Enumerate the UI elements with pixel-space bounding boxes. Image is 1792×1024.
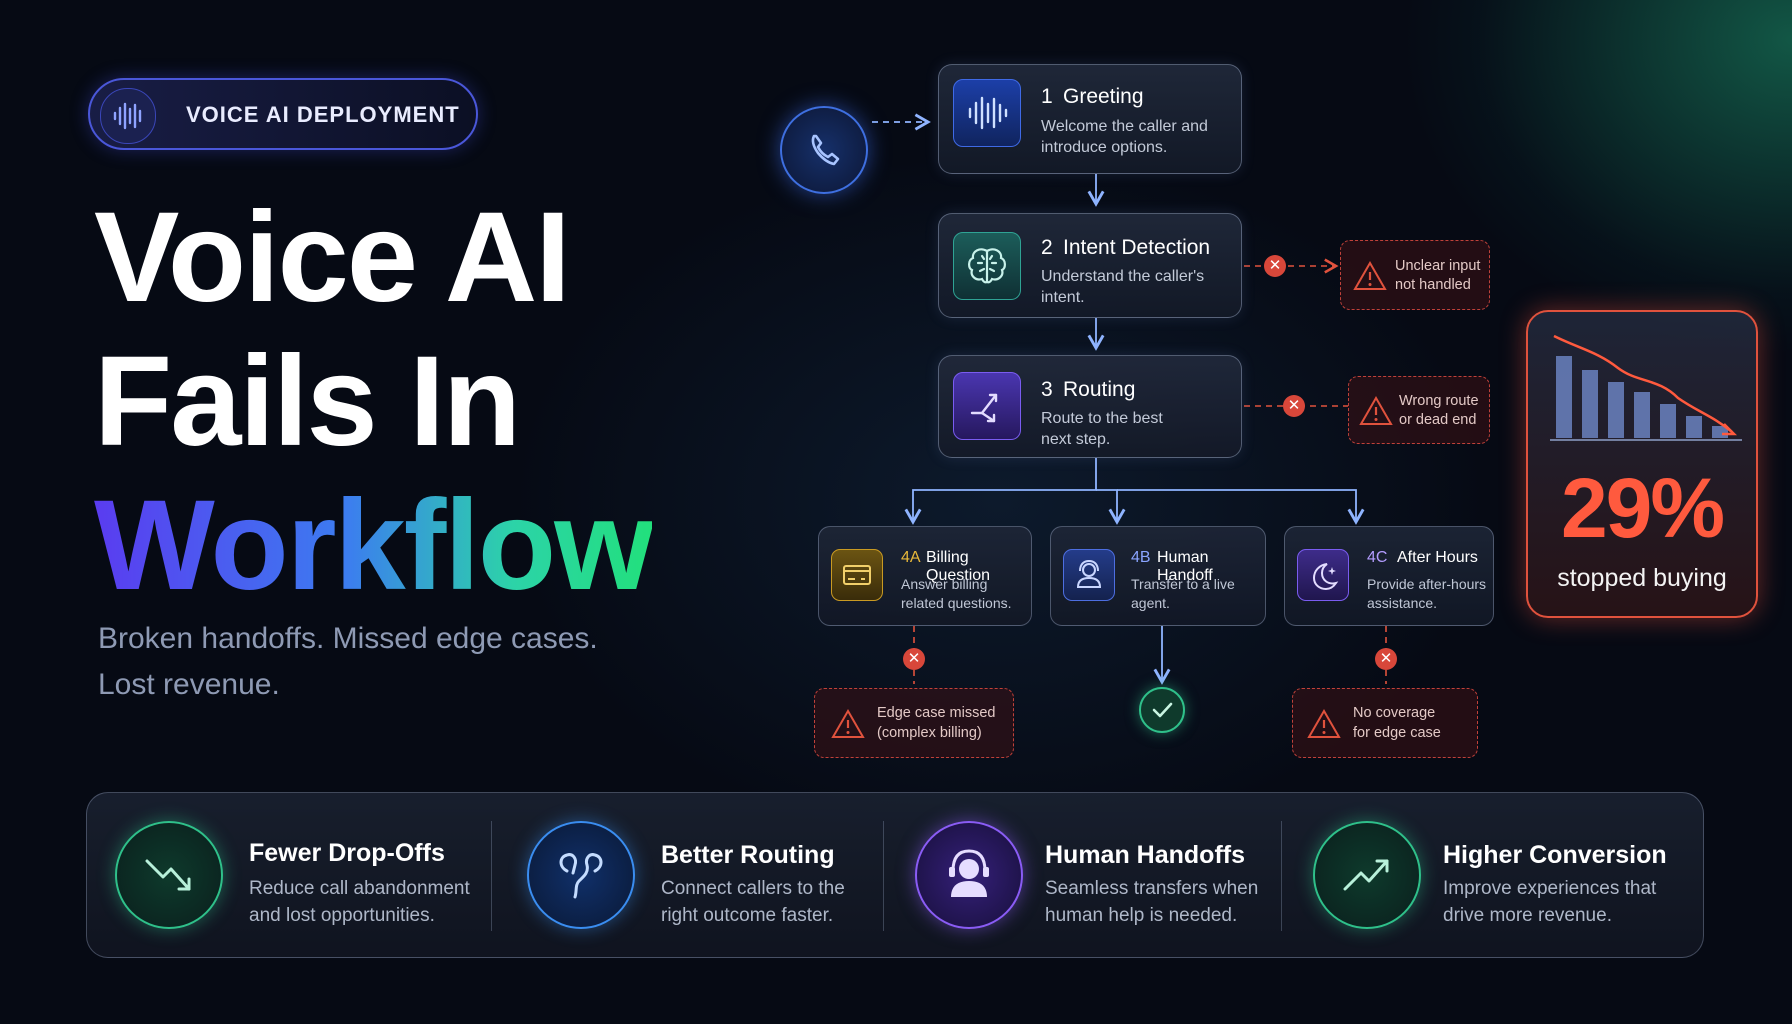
split-arrows-icon (953, 372, 1021, 440)
branch-billing-question: 4A Billing Question Answer billing relat… (818, 526, 1032, 626)
feature-desc-1: Connect callers to the (661, 878, 845, 899)
soundwave-icon (953, 79, 1021, 147)
step-routing: 3 Routing Route to the best next step. (938, 355, 1242, 458)
branch-title: Billing Question (926, 549, 991, 584)
branch-desc-1: Provide after-hours (1367, 576, 1487, 592)
warning-unclear-input: Unclear input not handled (1340, 240, 1490, 310)
brain-icon (953, 232, 1021, 300)
branch-desc-2: related questions. (901, 595, 1012, 611)
step-number: 3 (1041, 378, 1053, 401)
step-desc-1: Understand the caller's (1041, 268, 1205, 285)
step-number: 2 (1041, 236, 1053, 259)
warning-triangle-icon (1359, 396, 1393, 425)
step-desc-2: introduce options. (1041, 139, 1168, 156)
warning-text-2: not handled (1395, 277, 1471, 293)
step-number: 1 (1041, 85, 1053, 108)
success-check-icon (1139, 687, 1185, 733)
step-desc-2: intent. (1041, 289, 1085, 306)
feature-desc-2: human help is needed. (1045, 905, 1238, 926)
error-x-icon: ✕ (1283, 395, 1305, 417)
feature-desc-2: drive more revenue. (1443, 905, 1612, 926)
divider (1281, 821, 1282, 931)
credit-card-icon (831, 549, 883, 601)
headset-person-icon (915, 821, 1023, 929)
branch-desc-1: Answer billing (901, 576, 988, 592)
moon-icon (1297, 549, 1349, 601)
branch-number: 4A (901, 549, 921, 566)
warning-triangle-icon (1307, 709, 1341, 738)
warning-text-2: for edge case (1353, 725, 1441, 741)
feature-desc-1: Seamless transfers when (1045, 878, 1259, 899)
step-title: Routing (1063, 378, 1136, 401)
warning-text-1: Unclear input (1395, 258, 1481, 274)
branch-desc-1: Transfer to a live (1131, 576, 1235, 592)
error-x-icon: ✕ (1264, 255, 1286, 277)
branch-number: 4B (1131, 549, 1151, 566)
feature-desc-2: right outcome faster. (661, 905, 834, 926)
feature-title: Better Routing (661, 841, 835, 869)
stat-value: 29% (1560, 461, 1725, 555)
warning-text-1: No coverage (1353, 705, 1436, 721)
person-icon (1063, 549, 1115, 601)
route-icon (527, 821, 635, 929)
warning-text-2: or dead end (1399, 412, 1477, 428)
warning-no-coverage: No coverage for edge case (1292, 688, 1478, 758)
headline-line-3: Workflow (94, 474, 654, 617)
branch-title: After Hours (1397, 549, 1478, 566)
feature-title: Fewer Drop-Offs (249, 839, 445, 867)
divider (883, 821, 884, 931)
step-desc-1: Route to the best (1041, 410, 1163, 427)
branch-desc-2: assistance. (1367, 595, 1438, 611)
step-desc-2: next step. (1041, 431, 1111, 448)
stat-label: stopped buying (1557, 564, 1727, 592)
warning-text-1: Edge case missed (877, 705, 996, 721)
branch-after-hours: 4C After Hours Provide after-hours assis… (1284, 526, 1494, 626)
declining-bar-chart-icon (1550, 334, 1742, 441)
branch-human-handoff: 4B Human Handoff Transfer to a live agen… (1050, 526, 1266, 626)
warning-edge-case-billing: Edge case missed (complex billing) (814, 688, 1014, 758)
soundwave-icon (100, 88, 156, 144)
feature-desc-1: Improve experiences that (1443, 878, 1657, 899)
step-greeting: 1 Greeting Welcome the caller and introd… (938, 64, 1242, 174)
branch-title: Human Handoff (1157, 549, 1213, 584)
step-intent-detection: 2 Intent Detection Understand the caller… (938, 213, 1242, 318)
subheadline-line-2: Lost revenue. (98, 668, 280, 701)
features-bar: Fewer Drop-Offs Reduce call abandonment … (86, 792, 1704, 958)
feature-desc-1: Reduce call abandonment (249, 878, 470, 899)
warning-triangle-icon (831, 709, 865, 738)
feature-desc-2: and lost opportunities. (249, 905, 435, 926)
deployment-badge: VOICE AI DEPLOYMENT (88, 78, 478, 150)
badge-label: VOICE AI DEPLOYMENT (186, 102, 460, 127)
warning-wrong-route: Wrong route or dead end (1348, 376, 1490, 444)
warning-text-1: Wrong route (1399, 393, 1479, 409)
error-x-icon: ✕ (903, 648, 925, 670)
branch-desc-2: agent. (1131, 595, 1170, 611)
step-desc-1: Welcome the caller and (1041, 118, 1208, 135)
feature-title: Human Handoffs (1045, 841, 1245, 869)
warning-triangle-icon (1353, 261, 1387, 290)
warning-text-2: (complex billing) (877, 725, 982, 741)
headline-line-2: Fails In (94, 330, 521, 473)
error-x-icon: ✕ (1375, 648, 1397, 670)
branch-number: 4C (1367, 549, 1388, 566)
headline-line-1: Voice AI (94, 186, 571, 329)
phone-call-icon (780, 106, 868, 194)
divider (491, 821, 492, 931)
subheadline-line-1: Broken handoffs. Missed edge cases. (98, 622, 598, 655)
trend-up-icon (1313, 821, 1421, 929)
step-title: Greeting (1063, 85, 1144, 108)
step-title: Intent Detection (1063, 236, 1211, 259)
trend-down-icon (115, 821, 223, 929)
feature-title: Higher Conversion (1443, 841, 1667, 869)
stat-card: 29% stopped buying (1526, 310, 1758, 618)
